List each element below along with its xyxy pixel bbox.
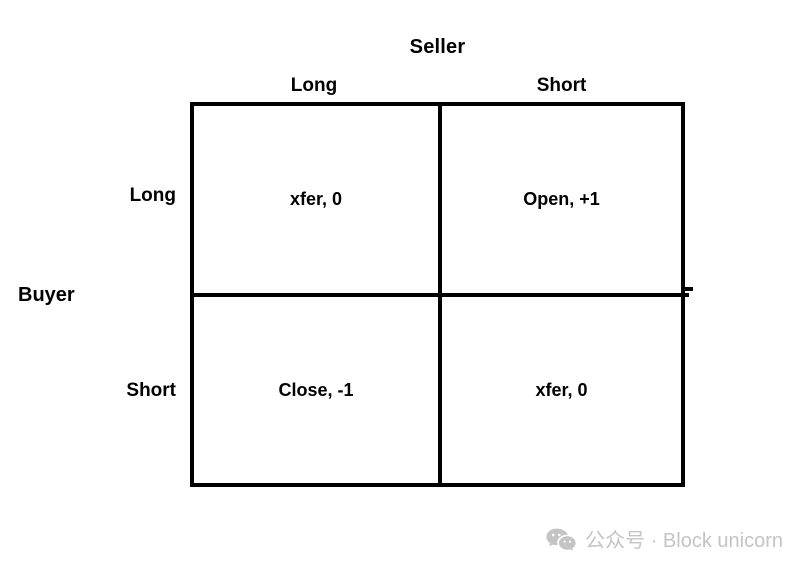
watermark: 公众号 · Block unicorn (546, 528, 783, 554)
row-axis-title: Buyer (18, 284, 75, 306)
row-header-long: Long (129, 185, 176, 206)
matrix-cell-short-short: xfer, 0 (535, 379, 588, 400)
column-axis-title: Seller (409, 36, 466, 58)
wechat-icon (546, 528, 576, 554)
matrix-cell-long-short: Open, +1 (523, 189, 600, 209)
matrix-cell-short-long: Close, -1 (278, 379, 354, 400)
payoff-matrix: xfer, 0 Open, +1 Close, -1 xfer, 0 (190, 102, 689, 487)
watermark-text: 公众号 · Block unicorn (585, 530, 783, 552)
matrix-horizontal-divider (194, 293, 689, 297)
column-header-short: Short (536, 75, 587, 96)
matrix-cell-long-long: xfer, 0 (289, 189, 343, 209)
matrix-divider-overshoot (685, 287, 693, 291)
matrix-grid: xfer, 0 Open, +1 Close, -1 xfer, 0 (194, 106, 689, 483)
row-header-short: Short (126, 380, 176, 401)
column-header-long: Long (290, 75, 338, 96)
